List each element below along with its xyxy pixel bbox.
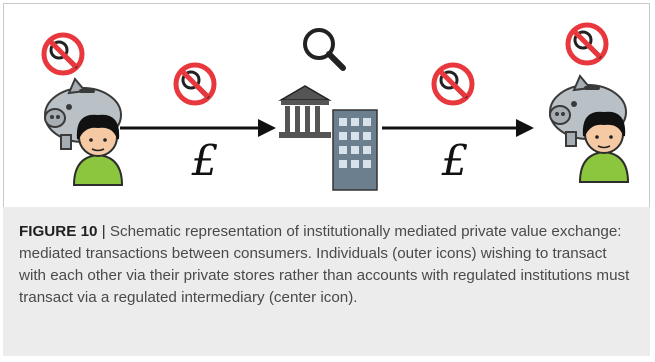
left-prohibited-magnifier-icon [44, 35, 82, 73]
caption-separator: | [97, 223, 110, 240]
bank-building-icon [278, 85, 332, 138]
arrow-right-prohibited-magnifier-icon [434, 65, 472, 103]
caption-box: FIGURE 10 | Schematic representation of … [3, 207, 650, 356]
figure-caption: FIGURE 10 | Schematic representation of … [19, 221, 634, 309]
right-prohibited-magnifier-icon [568, 25, 606, 63]
office-building-icon [332, 109, 378, 191]
magnifier-icon [303, 28, 346, 71]
right-arrow-icon [382, 119, 534, 137]
left-person-icon [73, 114, 123, 186]
right-arrow-icon [120, 119, 276, 137]
caption-text: Schematic representation of institutiona… [19, 223, 630, 306]
currency-symbol-right: £ [441, 136, 469, 185]
currency-symbol-left: £ [191, 136, 219, 185]
arrow-left-prohibited-magnifier-icon [176, 65, 214, 103]
figure-label: FIGURE 10 [19, 223, 98, 240]
right-person-icon [579, 111, 629, 183]
schematic-diagram: £ £ [0, 0, 629, 191]
